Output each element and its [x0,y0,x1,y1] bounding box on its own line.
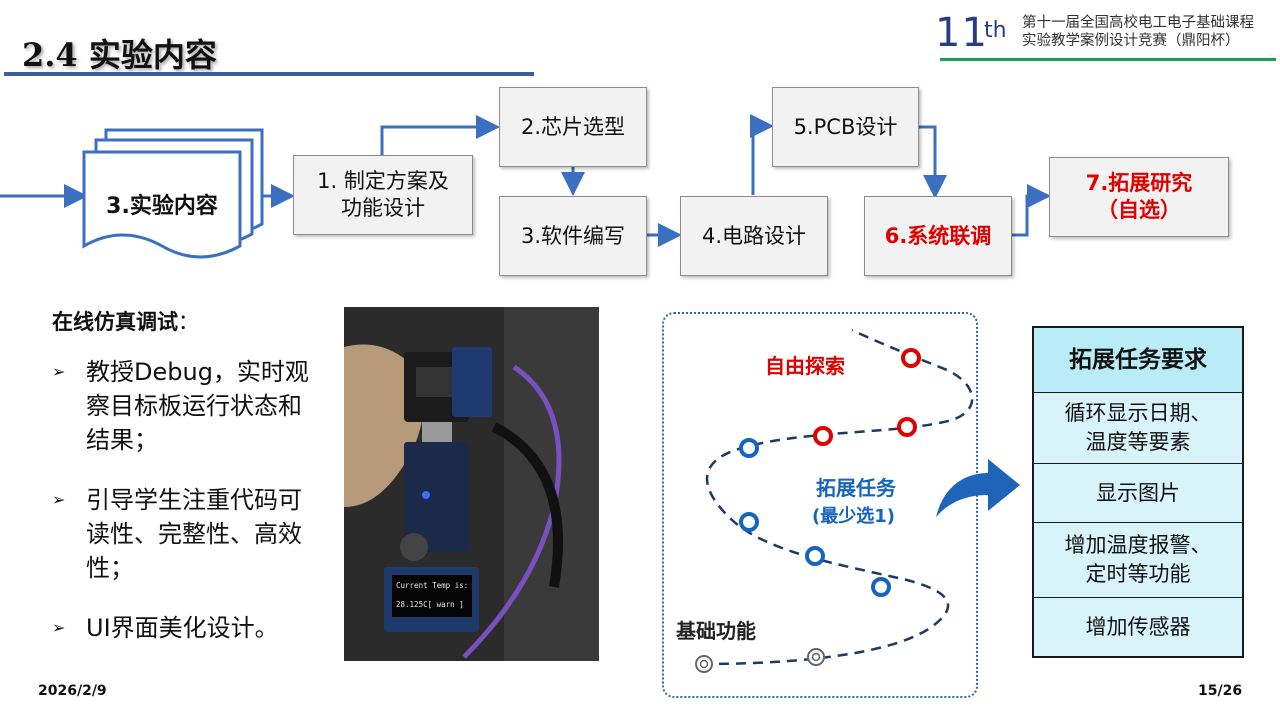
step-5-box: 5.PCB设计 [772,87,919,167]
table-row-3-line1: 增加温度报警、 [1064,533,1212,557]
arrow-step6-to-step7 [1010,184,1051,237]
page-number: 15/26 [1198,683,1243,699]
ext-node-4 [739,438,759,458]
step-4-box: 4.电路设计 [680,196,828,276]
table-row-3-line2: 定时等功能 [1085,562,1191,586]
board-photo-illustration: Current Temp is: 28.125C[ warn ] [344,307,599,661]
board-photo: Current Temp is: 28.125C[ warn ] [344,307,599,661]
bullet-item-1: ➢ 教授Debug，实时观察目标板运行状态和结果； [52,355,309,457]
oled-line-2: 28.125C[ warn ] [396,600,464,609]
competition-name: 第十一届全国高校电工电子基础课程 实验教学案例设计竞赛（鼎阳杯） [1022,14,1254,50]
bullet-item-2: ➢ 引导学生注重代码可读性、完整性、高效性； [52,483,307,585]
bullet-text-1: 教授Debug，实时观察目标板运行状态和结果； [86,358,309,454]
ext-node-2 [805,546,825,566]
bullet-arrow-icon: ➢ [52,618,66,637]
table-row-2-line1: 显示图片 [1096,480,1180,505]
step-2-box: 2.芯片选型 [499,87,647,167]
free-node-1 [813,426,833,446]
arrow-step4-to-step5 [750,114,774,195]
ext-node-1 [871,577,891,597]
extension-requirements-table: 拓展任务要求 循环显示日期、 温度等要素 显示图片 增加温度报警、 定时等功能 … [1032,326,1244,658]
step-1-line2: 功能设计 [341,196,425,220]
bullet-arrow-icon: ➢ [52,490,66,509]
table-row: 增加温度报警、 定时等功能 [1034,523,1242,598]
winding-path [701,328,974,666]
bullet-text-3: UI界面美化设计。 [86,614,279,642]
section-heading-colon: ： [178,310,199,334]
step-1-line1: 1. 制定方案及 [317,169,449,193]
competition-name-line1: 第十一届全国高校电工电子基础课程 [1022,15,1254,31]
path-diagram: 自由探索 拓展任务 (最少选1) 基础功能 [676,328,974,673]
header-green-rule [940,58,1276,61]
bullet-item-3: ➢ UI界面美化设计。 [52,611,307,645]
table-row: 增加传感器 [1034,598,1242,656]
section-heading-text: 在线仿真调试 [52,310,178,334]
flow-arrows [0,114,1051,247]
table-header: 拓展任务要求 [1034,328,1242,393]
title-underline [4,72,534,76]
step-6-box: 6.系统联调 [864,196,1012,276]
document-label: 3.实验内容 [106,194,218,219]
label-extension-line2: (最少选1) [812,506,895,527]
competition-name-line2: 实验教学案例设计竞赛（鼎阳杯） [1022,33,1240,49]
competition-number-suffix: th [984,18,1007,43]
page-title: 2.4 实验内容 [22,36,217,74]
step-7-line1: 7.拓展研究 [1085,171,1193,195]
table-row-1-line2: 温度等要素 [1085,430,1191,454]
oled-line-1: Current Temp is: [396,581,468,590]
curved-arrow-icon [936,459,1020,517]
section-heading: 在线仿真调试： [52,306,199,336]
basic-node-1 [695,655,713,673]
label-basic: 基础功能 [676,619,756,643]
free-node-3 [901,348,921,368]
label-extension-line1: 拓展任务 [816,476,897,500]
step-3-box: 3.软件编写 [499,196,647,276]
arrow-step1-to-step2 [380,115,500,155]
bullet-arrow-icon: ➢ [52,362,66,381]
path-diagram-panel [662,312,978,698]
table-row: 循环显示日期、 温度等要素 [1034,393,1242,464]
step-7-box: 7.拓展研究 （自选） [1049,157,1229,237]
table-row-1-line1: 循环显示日期、 [1064,401,1212,425]
ext-node-3 [739,512,759,532]
document-stack-icon [82,128,264,259]
step-1-box: 1. 制定方案及 功能设计 [293,155,473,235]
free-node-2 [897,417,917,437]
footer-date: 2026/2/9 [38,683,107,699]
label-free-explore: 自由探索 [765,354,845,378]
table-row: 显示图片 [1034,464,1242,523]
basic-node-2 [807,648,825,666]
step-7-line2: （自选） [1097,198,1181,222]
arrow-step5-to-step6 [917,125,947,199]
table-row-4-line1: 增加传感器 [1085,614,1191,639]
competition-number: 11 [935,10,988,56]
bullet-text-2: 引导学生注重代码可读性、完整性、高效性； [86,486,302,582]
